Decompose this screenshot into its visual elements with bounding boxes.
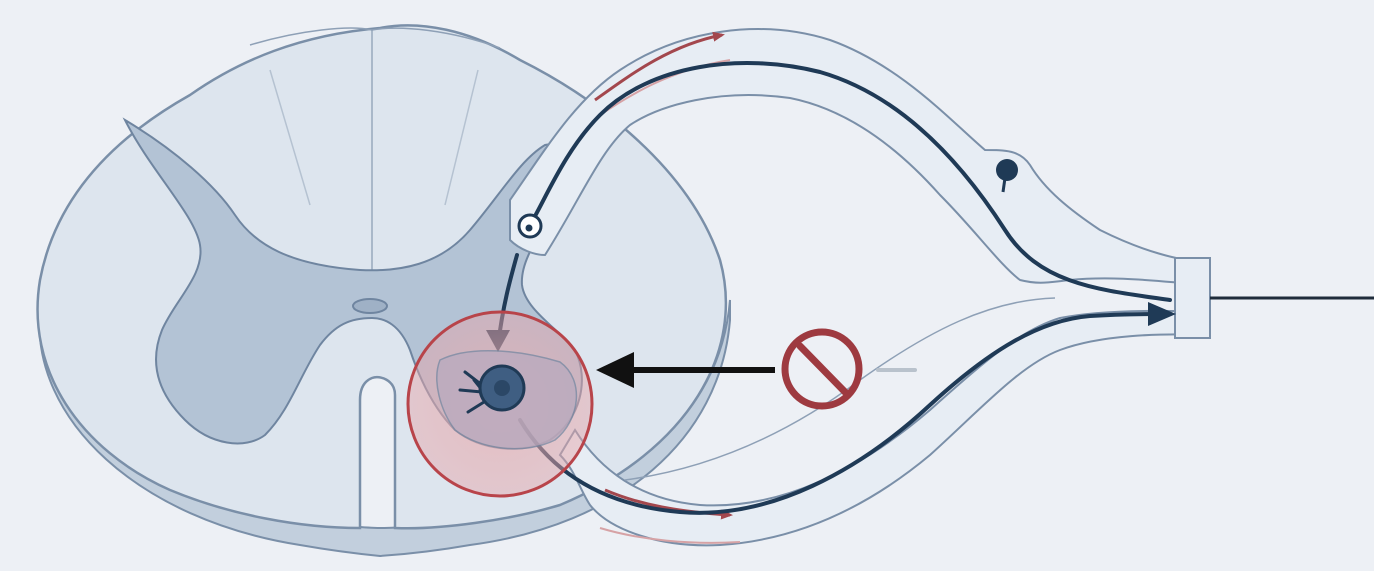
central-canal — [353, 299, 387, 313]
sensory-neuron-cell-body-icon — [996, 159, 1018, 181]
interneuron-core — [526, 225, 533, 232]
motor-neuron-nucleus — [494, 380, 510, 396]
spinal-nerve-trunk — [1175, 258, 1210, 338]
inhibition-target — [408, 312, 592, 496]
prohibition-icon — [785, 332, 859, 406]
